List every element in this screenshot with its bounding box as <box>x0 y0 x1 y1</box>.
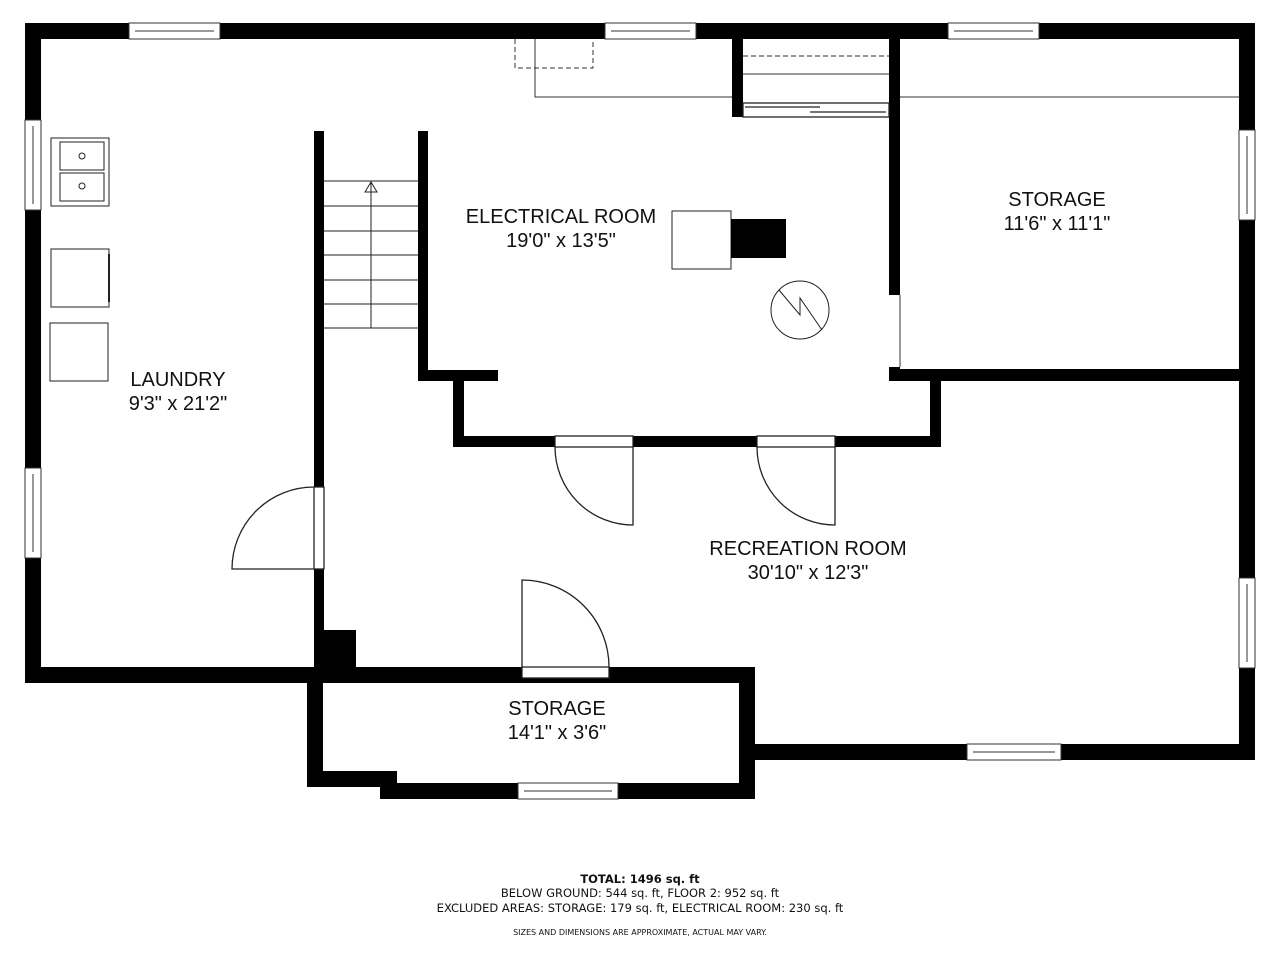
windows <box>24 22 1256 800</box>
room-label-recreation-room: RECREATION ROOM 30'10" x 12'3" <box>709 537 906 585</box>
disclaimer: SIZES AND DIMENSIONS ARE APPROXIMATE, AC… <box>513 928 767 937</box>
dryer-icon <box>49 322 109 382</box>
room-label-storage-lower: STORAGE 14'1" x 3'6" <box>508 697 607 745</box>
room-name: LAUNDRY <box>130 369 226 391</box>
room-dimensions: 19'0" x 13'5" <box>506 230 616 252</box>
room-name: STORAGE <box>1008 189 1106 211</box>
room-dimensions: 11'6" x 11'1" <box>1003 213 1111 235</box>
stairs-up-icon <box>324 180 418 329</box>
doors <box>231 102 890 679</box>
furnace-icon <box>671 210 786 270</box>
interior-lines <box>514 39 1239 367</box>
room-dimensions: 14'1" x 3'6" <box>507 722 607 744</box>
excluded-areas: EXCLUDED AREAS: STORAGE: 179 sq. ft, ELE… <box>436 901 844 915</box>
laundry-sink-icon <box>50 137 110 207</box>
room-name: STORAGE <box>508 698 606 720</box>
water-heater-icon <box>770 280 830 340</box>
room-label-laundry: LAUNDRY 9'3" x 21'2" <box>129 368 228 416</box>
room-dimensions: 30'10" x 12'3" <box>747 562 869 584</box>
total-area: TOTAL: 1496 sq. ft <box>580 872 700 886</box>
washer-icon <box>50 248 110 308</box>
area-breakdown: BELOW GROUND: 544 sq. ft, FLOOR 2: 952 s… <box>500 886 780 900</box>
room-label-storage-upper: STORAGE 11'6" x 11'1" <box>1004 188 1111 236</box>
room-name: ELECTRICAL ROOM <box>465 206 657 228</box>
room-name: RECREATION ROOM <box>709 538 907 560</box>
room-dimensions: 9'3" x 21'2" <box>128 393 228 415</box>
room-label-electrical-room: ELECTRICAL ROOM 19'0" x 13'5" <box>466 205 656 253</box>
